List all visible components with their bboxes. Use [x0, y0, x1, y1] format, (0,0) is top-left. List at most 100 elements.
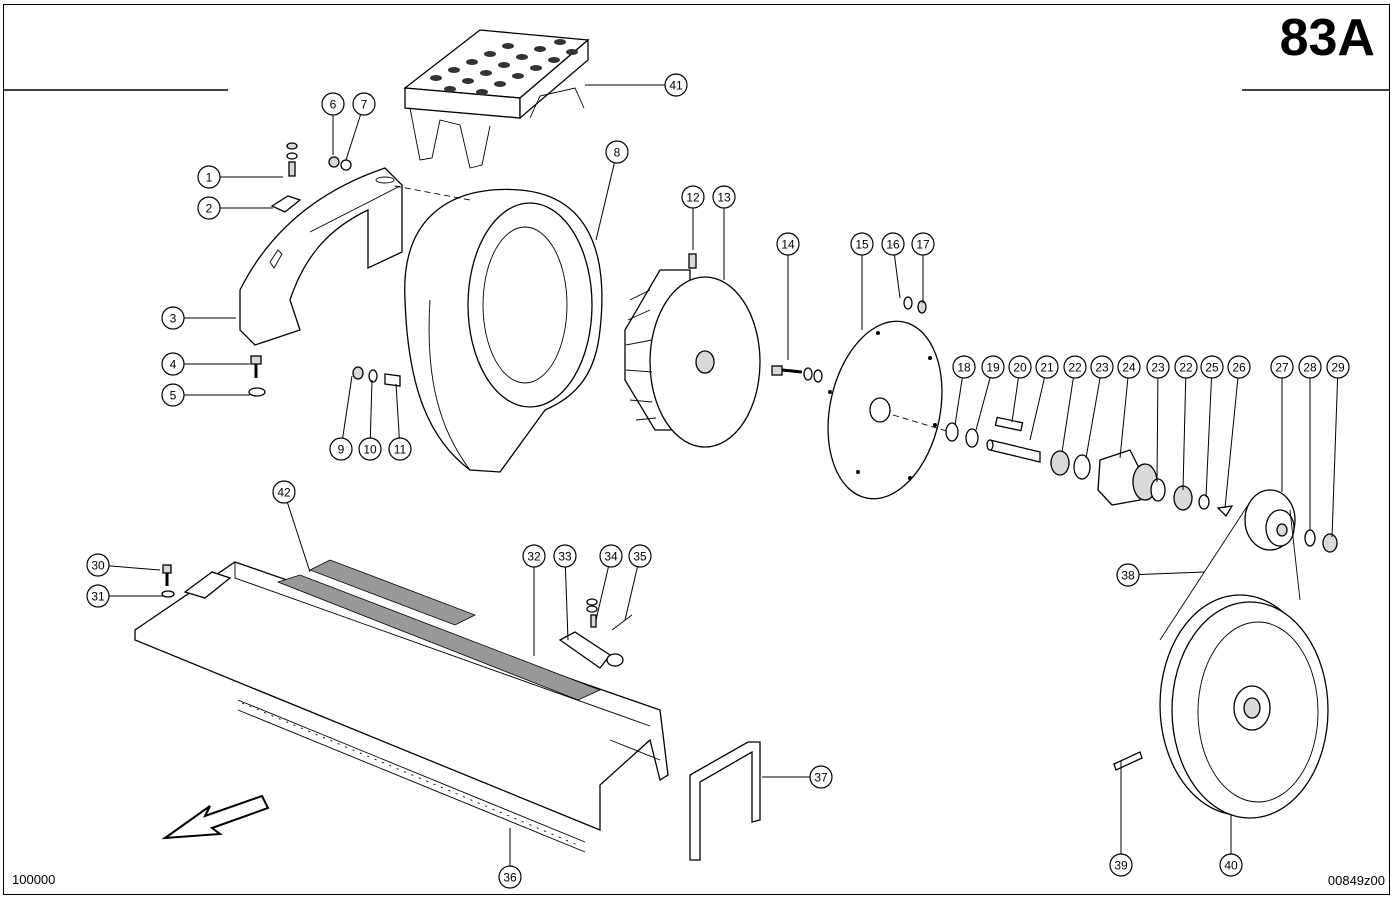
callout-label: 13	[717, 191, 731, 205]
callout-label: 39	[1114, 859, 1128, 873]
callout-13: 13	[712, 185, 736, 209]
reference-code-left: 100000	[12, 872, 56, 887]
callout-39: 39	[1109, 853, 1133, 877]
callout-label: 30	[91, 559, 105, 573]
leader-line-23b	[1156, 366, 1159, 483]
callout-1: 1	[197, 165, 221, 189]
fan-impeller	[624, 253, 761, 448]
callout-21: 21	[1035, 355, 1059, 379]
callout-23: 23	[1090, 355, 1114, 379]
callout-9: 9	[329, 437, 353, 461]
leader-line-22	[1061, 366, 1076, 453]
chute-rail	[237, 699, 586, 853]
callout-19: 19	[981, 355, 1005, 379]
small-pulley	[1244, 489, 1338, 553]
callout-label: 8	[614, 146, 621, 160]
callout-label: 28	[1303, 361, 1317, 375]
step-plate	[403, 29, 590, 169]
callout-25: 25	[1200, 355, 1224, 379]
callout-label: 32	[527, 550, 541, 564]
leader-line-25	[1205, 366, 1213, 498]
callout-10: 10	[358, 437, 382, 461]
callout-4: 4	[161, 352, 185, 376]
callout-label: 16	[886, 238, 900, 252]
callout-11: 11	[388, 437, 412, 461]
callout-35: 35	[628, 544, 652, 568]
callout-label: 22	[1179, 361, 1193, 375]
latch-assembly	[558, 598, 633, 669]
belt-drive	[1113, 504, 1329, 819]
callout-label: 6	[330, 98, 337, 112]
callout-label: 12	[686, 191, 700, 205]
leader-line-21	[1029, 366, 1048, 441]
callout-label: 17	[916, 238, 930, 252]
callout-label: 21	[1040, 361, 1054, 375]
callout-27: 27	[1270, 355, 1294, 379]
callout-label: 26	[1232, 361, 1246, 375]
callout-2: 2	[197, 196, 221, 220]
callout-label: 41	[669, 79, 683, 93]
callout-label: 18	[957, 361, 971, 375]
reference-code-right: 00849z00	[1327, 873, 1385, 888]
callout-41: 41	[664, 73, 688, 97]
callout-label: 31	[91, 590, 105, 604]
callout-label: 42	[277, 486, 291, 500]
callout-36: 36	[498, 865, 522, 889]
callout-22: 22	[1063, 355, 1087, 379]
callout-label: 24	[1122, 361, 1136, 375]
leader-line-33	[564, 555, 569, 641]
callout-label: 33	[558, 550, 572, 564]
callout-14: 14	[776, 232, 800, 256]
discharge-chute	[134, 559, 669, 831]
callout-3: 3	[161, 306, 185, 330]
callout-28: 28	[1298, 355, 1322, 379]
callout-label: 5	[170, 389, 177, 403]
callout-32: 32	[522, 544, 546, 568]
sheet-number: 83A	[1279, 9, 1375, 67]
callout-label: 11	[394, 443, 407, 457]
side-cover	[239, 167, 403, 346]
callout-29: 29	[1326, 355, 1350, 379]
callout-26: 26	[1227, 355, 1251, 379]
callout-label: 25	[1205, 361, 1219, 375]
callout-label: 7	[361, 98, 368, 112]
left-fasteners	[161, 142, 401, 598]
callout-label: 40	[1224, 859, 1238, 873]
leader-line-24	[1119, 366, 1130, 459]
callout-22b: 22	[1174, 355, 1198, 379]
callout-label: 20	[1013, 361, 1027, 375]
callout-16: 16	[881, 232, 905, 256]
callout-label: 14	[781, 238, 795, 252]
leader-line-29	[1331, 366, 1339, 538]
callout-40: 40	[1219, 853, 1243, 877]
leader-line-26	[1224, 366, 1240, 509]
arrow-left-down-icon	[161, 794, 270, 840]
callout-label: 22	[1068, 361, 1082, 375]
callout-31: 31	[86, 584, 110, 608]
leader-line-9	[340, 375, 353, 450]
callout-8: 8	[605, 140, 629, 164]
callout-38: 38	[1116, 563, 1140, 587]
callout-30: 30	[86, 553, 110, 577]
callout-24: 24	[1117, 355, 1141, 379]
callout-33: 33	[553, 544, 577, 568]
fan-housing	[394, 185, 603, 473]
callout-label: 10	[363, 443, 377, 457]
leader-line-42	[283, 491, 311, 573]
callout-label: 27	[1275, 361, 1289, 375]
bolt-assembly	[771, 365, 823, 383]
callout-34: 34	[599, 544, 623, 568]
callout-label: 34	[604, 550, 618, 564]
callout-label: 36	[503, 871, 517, 885]
page-border	[3, 4, 1390, 895]
leader-line-8	[595, 151, 618, 241]
callout-label: 38	[1121, 569, 1135, 583]
callout-label: 19	[986, 361, 1000, 375]
u-bracket	[689, 741, 761, 861]
callout-37: 37	[809, 765, 833, 789]
callout-12: 12	[681, 185, 705, 209]
callout-label: 3	[170, 312, 177, 326]
callout-23b: 23	[1146, 355, 1170, 379]
callout-label: 2	[206, 202, 213, 216]
